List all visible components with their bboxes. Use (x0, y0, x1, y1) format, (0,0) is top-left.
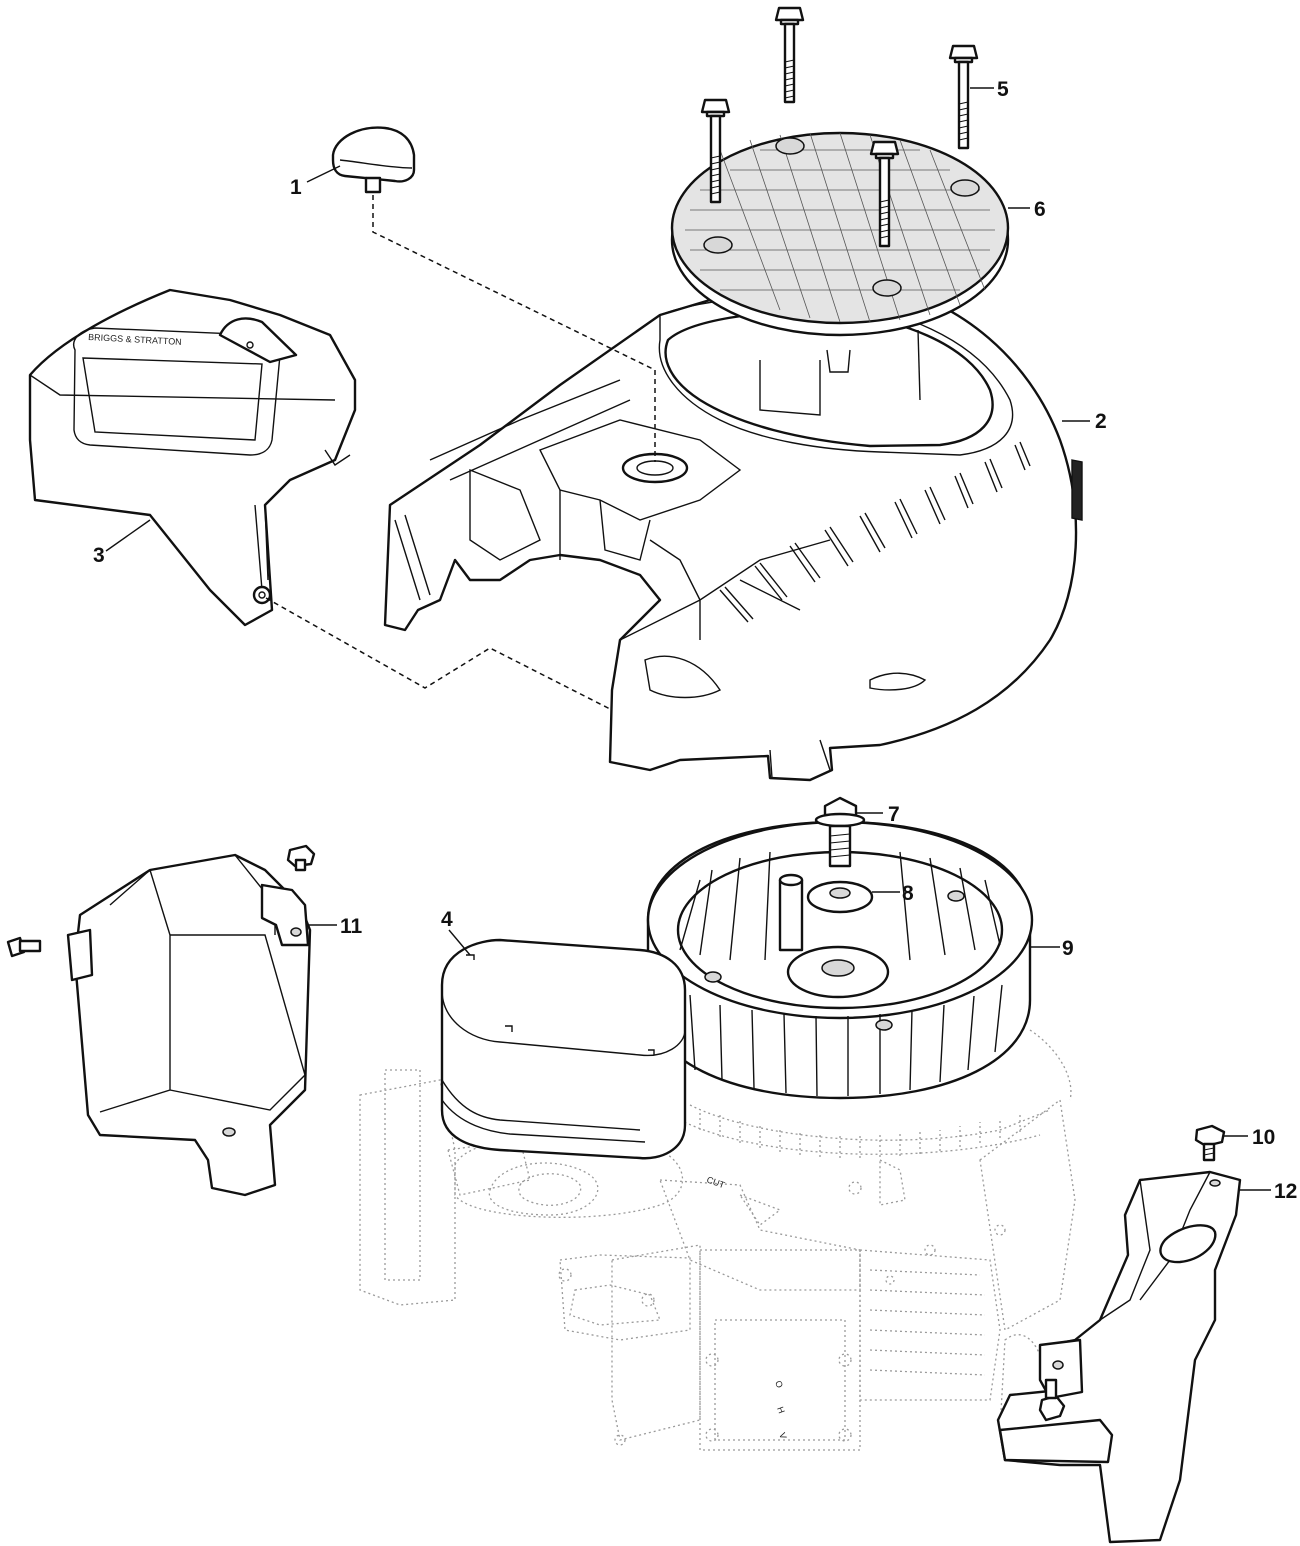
screen-bolt-d (869, 140, 900, 248)
flywheel-fins (664, 851, 1003, 1097)
callout-5: 5 (997, 78, 1009, 101)
callout-6: 6 (1034, 198, 1046, 221)
blower-housing-part-2 (383, 283, 1083, 782)
callout-12: 12 (1274, 1180, 1297, 1203)
screw-part-10 (1194, 1124, 1226, 1162)
housing-louvers (719, 441, 1031, 623)
assembly-lines (265, 195, 656, 711)
callout-4: 4 (441, 908, 453, 931)
callout-3: 3 (93, 544, 105, 567)
ohv-letter-v: V (777, 1431, 788, 1440)
ohv-letter-o: O (773, 1379, 785, 1389)
engine-block-ghost (359, 1029, 1076, 1451)
flywheel-bolt-part-7 (814, 796, 866, 868)
engine-ohv-lettering: O H V CUT (705, 1174, 788, 1440)
cover-brand-print: BRIGGS & STRATTON (88, 332, 182, 347)
callout-labels: 1 2 3 4 5 6 7 8 9 10 11 12 (93, 78, 1297, 1203)
callout-2: 2 (1095, 410, 1107, 433)
cover-part-3: BRIGGS & STRATTON (28, 288, 357, 627)
screen-bolt-a (774, 6, 805, 104)
screen-pattern (685, 132, 995, 323)
rotating-screen-part-6 (670, 131, 1010, 337)
baffle-part-11 (66, 853, 312, 1197)
side-baffle-part-12 (996, 1170, 1242, 1544)
side-baffle-screw (1038, 1378, 1066, 1422)
flywheel-stamp: CUT (705, 1174, 726, 1190)
screen-bolt-c (700, 98, 731, 204)
baffle-screw-top (286, 844, 316, 872)
callout-8: 8 (902, 882, 914, 905)
callout-1: 1 (290, 176, 302, 199)
callout-9: 9 (1062, 937, 1074, 960)
ohv-letter-h: H (775, 1405, 787, 1415)
knob-part-1 (331, 126, 416, 194)
screen-bolt-b (948, 44, 979, 150)
callout-leaders (105, 87, 1271, 1191)
callout-7: 7 (888, 803, 900, 826)
callout-11: 11 (340, 915, 363, 938)
callout-10: 10 (1252, 1126, 1275, 1149)
air-filter-part-4 (440, 938, 687, 1160)
washer-part-8 (806, 880, 874, 914)
flywheel-part-9 (646, 820, 1034, 1100)
baffle-screw-side (6, 936, 42, 958)
